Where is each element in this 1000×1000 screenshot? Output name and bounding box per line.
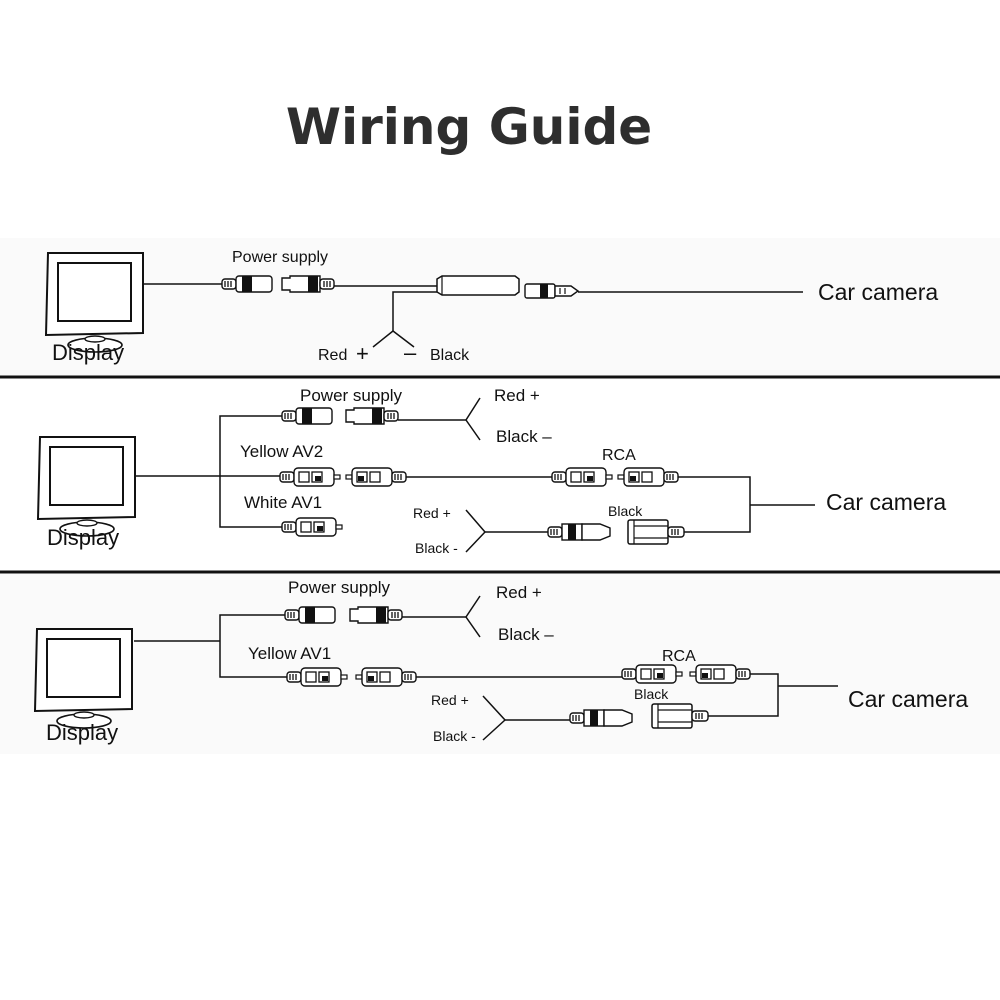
panel-3: Display Power supply Red + Black – Yello… [0,574,1000,754]
lead-red-label: Red + [431,692,469,708]
red-label: Red [318,347,347,364]
car-camera-label: Car camera [826,489,946,515]
rca-male-connector-icon [279,467,341,487]
camera-plug-icon [524,283,580,299]
display-label: Display [46,720,118,745]
wire [392,291,437,331]
wire-fork [465,397,481,441]
wire-fork [372,330,415,348]
rca-label: RCA [662,648,696,665]
wire [219,614,288,678]
display-label: Display [52,340,124,365]
power-male-connector-icon [284,606,336,624]
power-black-label: Black – [498,625,554,644]
car-camera-label: Car camera [848,686,968,712]
dc-black-label: Black [608,503,643,519]
page-title: Wiring Guide [285,98,653,156]
wire [219,415,282,528]
power-supply-label: Power supply [300,386,403,405]
lead-black-label: Black - [415,540,458,556]
dc-plug-icon [547,523,611,541]
car-camera-label: Car camera [818,279,938,305]
power-male-connector-icon [221,275,273,293]
yellow-av-label: Yellow AV2 [240,442,323,461]
panel-1-background [0,238,1000,376]
dc-socket-icon [627,519,685,545]
power-female-connector-icon [349,606,403,624]
panel-2: Display Power supply Red + Black – Yello… [37,386,946,556]
wire [655,476,751,533]
power-supply-label: Power supply [232,249,328,266]
power-black-label: Black – [496,427,552,446]
plus-sign: + [356,341,369,366]
power-red-label: Red + [496,583,542,602]
power-red-label: Red + [494,386,540,405]
dc-plug-icon [569,709,633,727]
display-icon [37,436,136,537]
power-female-connector-icon [281,275,335,293]
cable-housing-icon [436,275,520,296]
wire-fork [465,595,481,638]
rca-male-connector-icon [551,467,613,487]
white-av-label: White AV1 [244,493,322,512]
lead-red-label: Red + [413,505,451,521]
minus-sign: – [404,340,417,365]
wire-fork [465,509,487,553]
rca-female-connector-icon [617,467,679,487]
power-supply-label: Power supply [288,578,391,597]
power-female-connector-icon [345,407,399,425]
dc-black-label: Black [634,686,669,702]
display-label: Display [47,525,119,550]
rca-female-connector-icon [345,467,407,487]
yellow-av-label: Yellow AV1 [248,644,331,663]
rca-male-connector-icon [281,517,343,537]
power-male-connector-icon [281,407,333,425]
black-label: Black [430,347,470,364]
panel-1: Display Power supply Red + – Black Car c… [0,238,1000,376]
rca-label: RCA [602,447,636,464]
lead-black-label: Black - [433,728,476,744]
wire [675,673,779,717]
